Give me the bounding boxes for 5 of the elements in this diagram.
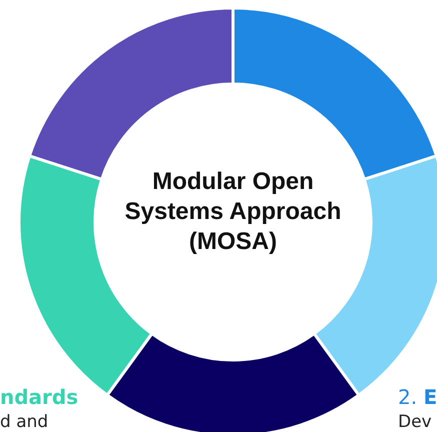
heading-text: ndards (0, 385, 78, 409)
heading-text: 2. E (398, 385, 437, 409)
donut-center-title: Modular Open Systems Approach (MOSA) (124, 167, 342, 257)
body-text: d and (0, 412, 48, 432)
body-text: Dev (398, 412, 432, 432)
